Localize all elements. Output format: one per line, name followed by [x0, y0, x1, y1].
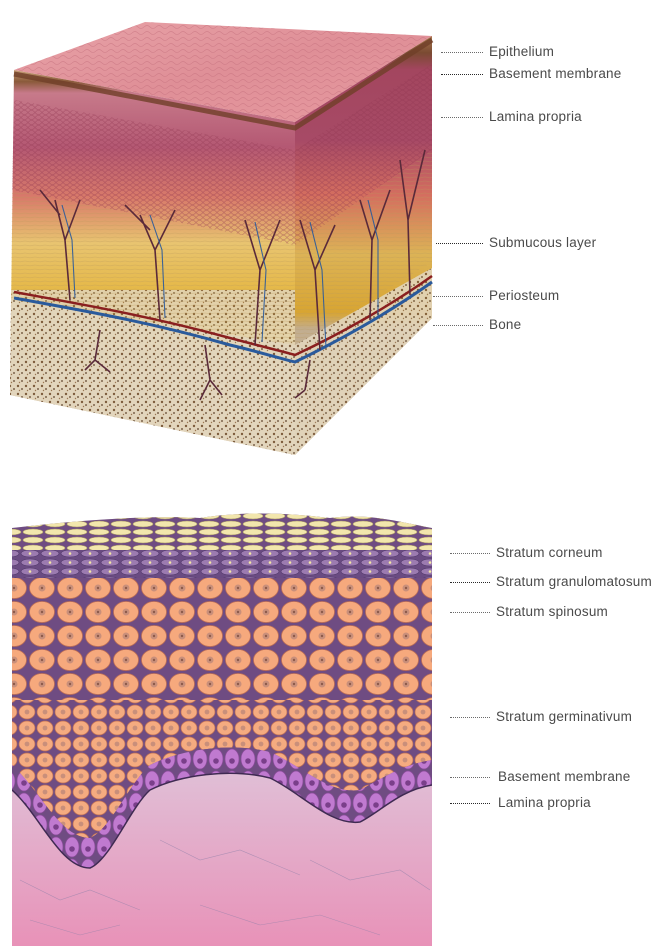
- leader-stratum-granulomatosum: [450, 582, 490, 583]
- leader-lamina-propria-bottom: [450, 803, 490, 804]
- label-stratum-granulomatosum: Stratum granulomatosum: [496, 574, 652, 590]
- label-stratum-spinosum: Stratum spinosum: [496, 604, 608, 620]
- label-lamina-propria-top: Lamina propria: [489, 109, 582, 125]
- leader-basement-membrane-bottom: [450, 777, 490, 778]
- label-periosteum: Periosteum: [489, 288, 559, 304]
- label-epithelium: Epithelium: [489, 44, 554, 60]
- leader-stratum-corneum: [450, 553, 490, 554]
- label-submucous-layer: Submucous layer: [489, 235, 596, 251]
- label-basement-membrane-bottom: Basement membrane: [498, 769, 630, 785]
- leader-epithelium: [441, 52, 483, 53]
- leader-basement-membrane-top: [441, 74, 483, 75]
- epithelium-section-illustration: [12, 505, 432, 946]
- leader-periosteum: [433, 296, 483, 297]
- label-lamina-propria-bottom: Lamina propria: [498, 795, 591, 811]
- label-bone: Bone: [489, 317, 521, 333]
- leader-stratum-spinosum: [450, 612, 490, 613]
- label-stratum-germinativum: Stratum germinativum: [496, 709, 632, 725]
- leader-stratum-germinativum: [450, 717, 490, 718]
- leader-lamina-propria-top: [441, 117, 483, 118]
- leader-submucous-layer: [436, 243, 483, 244]
- leader-bone: [433, 325, 483, 326]
- label-stratum-corneum: Stratum corneum: [496, 545, 603, 561]
- label-basement-membrane-top: Basement membrane: [489, 66, 621, 82]
